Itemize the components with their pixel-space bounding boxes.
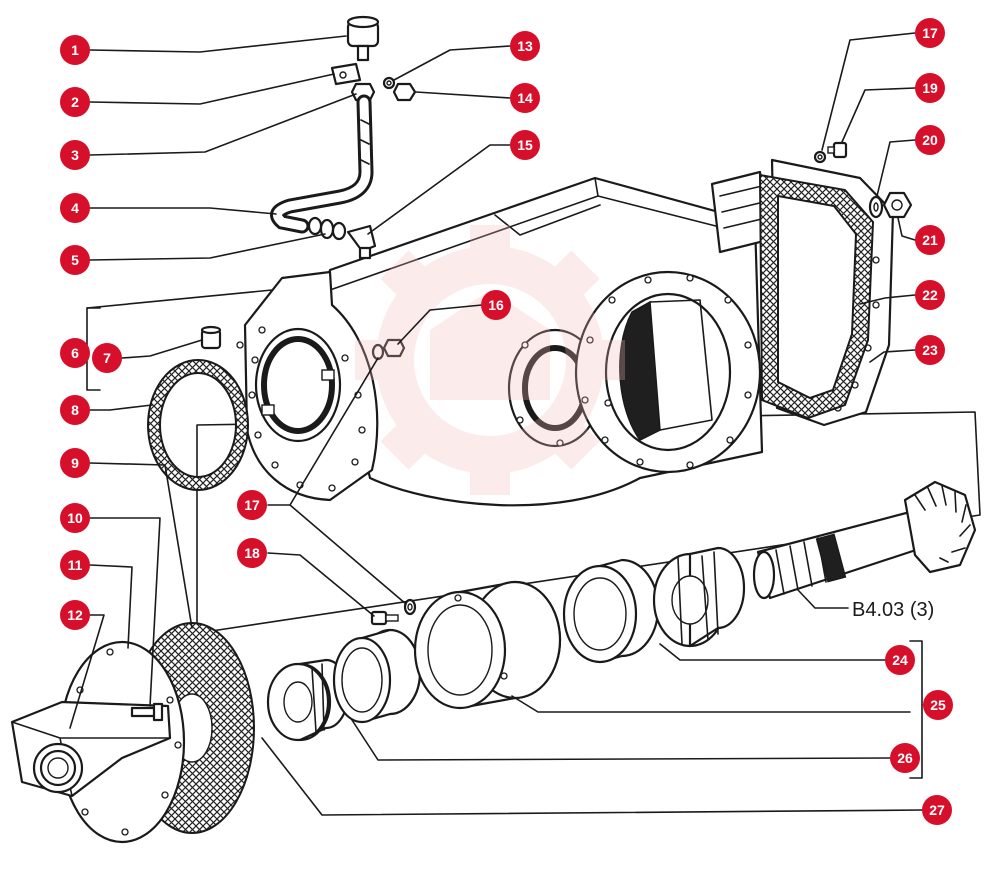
callout-number: 11 xyxy=(68,557,83,573)
callout-17-right[interactable]: 17 xyxy=(915,18,945,48)
callout-number: 25 xyxy=(930,697,946,713)
bolt-18 xyxy=(370,610,399,626)
callout-number: 1 xyxy=(71,42,79,58)
callout-10[interactable]: 10 xyxy=(60,503,90,533)
gasket-22 xyxy=(758,173,875,420)
callout-number: 19 xyxy=(922,80,938,96)
callout-17-left[interactable]: 17 xyxy=(237,490,267,520)
gasket-8 xyxy=(146,359,250,491)
callout-number: 14 xyxy=(517,90,533,106)
callout-number: 24 xyxy=(892,652,908,668)
callout-number: 8 xyxy=(71,402,79,418)
oil-pipe xyxy=(270,94,374,234)
bevel-pinion-shaft xyxy=(752,480,977,600)
callout-number: 12 xyxy=(67,607,83,623)
callout-24[interactable]: 24 xyxy=(885,645,915,675)
bearing-cup-large xyxy=(562,558,660,664)
callout-number: 13 xyxy=(517,38,533,54)
seal-housing xyxy=(413,580,562,710)
callout-23[interactable]: 23 xyxy=(915,335,945,365)
callout-number: 20 xyxy=(922,132,938,148)
callout-12[interactable]: 12 xyxy=(60,600,90,630)
callout-18[interactable]: 18 xyxy=(237,538,267,568)
plug-7 xyxy=(200,325,222,350)
callout-20[interactable]: 20 xyxy=(915,125,945,155)
callout-5[interactable]: 5 xyxy=(60,245,90,275)
callout-markers: 1 2 3 4 5 6 7 8 9 10 11 12 13 14 15 16 1… xyxy=(60,18,953,825)
flange-bolt-holes xyxy=(236,326,366,492)
callout-number: 7 xyxy=(103,350,111,366)
callout-number: 4 xyxy=(71,200,79,216)
callout-number: 18 xyxy=(244,545,260,561)
washer-17-lower xyxy=(403,598,417,616)
breather-cap xyxy=(346,15,380,62)
callout-number: 23 xyxy=(922,342,938,358)
bolt-19 xyxy=(827,141,848,159)
pipe-clip xyxy=(330,62,362,86)
washer-13 xyxy=(382,76,396,90)
callout-26[interactable]: 26 xyxy=(890,743,920,773)
callout-22[interactable]: 22 xyxy=(915,280,945,310)
watermark-logo xyxy=(355,225,625,495)
callout-1[interactable]: 1 xyxy=(60,35,90,65)
callout-number: 9 xyxy=(71,455,79,471)
callout-11[interactable]: 11 xyxy=(60,550,90,580)
callout-number: 6 xyxy=(71,345,79,361)
gearbox-housing xyxy=(236,170,784,507)
callout-25[interactable]: 25 xyxy=(923,690,953,720)
callout-number: 26 xyxy=(897,750,913,766)
callout-number: 5 xyxy=(71,252,79,268)
bearing-cone-large xyxy=(652,546,746,648)
callout-8[interactable]: 8 xyxy=(60,395,90,425)
callout-15[interactable]: 15 xyxy=(510,130,540,160)
callout-number: 17 xyxy=(922,25,938,41)
callout-number: 17 xyxy=(244,497,260,513)
part-reference-label: B4.03 (3) xyxy=(852,599,934,621)
callout-number: 16 xyxy=(488,297,504,313)
callout-9[interactable]: 9 xyxy=(60,448,90,478)
callout-number: 27 xyxy=(929,802,945,818)
callout-number: 15 xyxy=(517,137,533,153)
callout-13[interactable]: 13 xyxy=(510,31,540,61)
callout-number: 21 xyxy=(922,232,938,248)
callout-14[interactable]: 14 xyxy=(510,83,540,113)
callout-4[interactable]: 4 xyxy=(60,193,90,223)
callout-19[interactable]: 19 xyxy=(915,73,945,103)
nut-21 xyxy=(882,191,913,219)
axle-hub xyxy=(10,700,172,798)
callout-number: 10 xyxy=(67,510,83,526)
callout-number: 22 xyxy=(922,287,938,303)
elbow-fitting xyxy=(346,224,377,260)
callout-number: 2 xyxy=(71,94,79,110)
bearing-cup-small xyxy=(332,628,422,724)
callout-27[interactable]: 27 xyxy=(922,795,952,825)
bolt-10 xyxy=(130,702,164,722)
callout-6[interactable]: 6 xyxy=(60,338,90,368)
callout-7[interactable]: 7 xyxy=(92,343,122,373)
callout-16[interactable]: 16 xyxy=(481,290,511,320)
bore-bolt-holes xyxy=(516,236,784,469)
callout-21[interactable]: 21 xyxy=(915,225,945,255)
callout-2[interactable]: 2 xyxy=(60,87,90,117)
leader-lines xyxy=(69,32,923,816)
pipe-fitting-lower xyxy=(307,216,347,241)
callout-number: 3 xyxy=(71,147,79,163)
bolt-17-upper xyxy=(813,150,827,164)
nut-14 xyxy=(392,82,417,102)
callout-3[interactable]: 3 xyxy=(60,140,90,170)
washer-20 xyxy=(868,195,884,219)
